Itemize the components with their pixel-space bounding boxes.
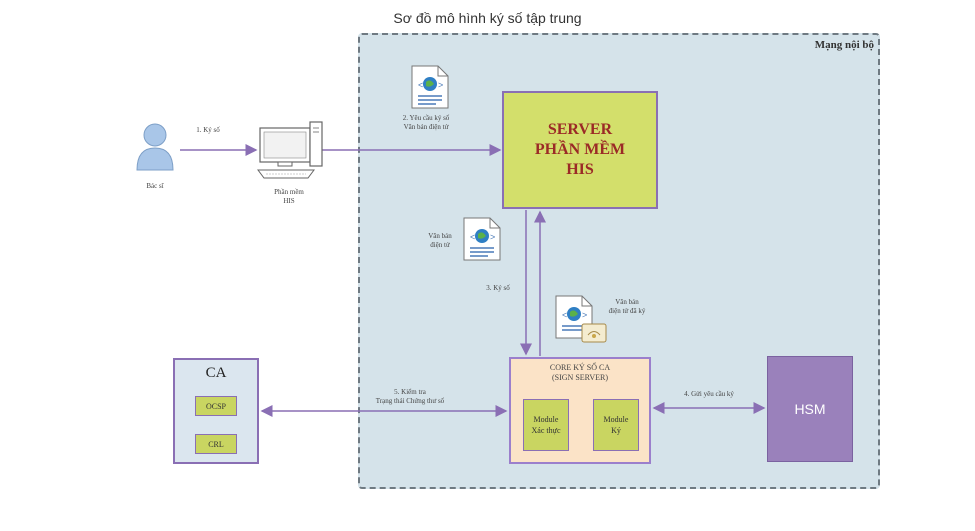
svg-text:>: > bbox=[490, 232, 495, 242]
step3-label: 3. Ký số bbox=[486, 284, 510, 292]
document-web-icon: < > bbox=[410, 64, 450, 110]
svg-text:<: < bbox=[418, 80, 423, 90]
core-title: CORE KÝ SỐ CA (SIGN SERVER) bbox=[549, 363, 611, 382]
ocsp-box: OCSP bbox=[195, 396, 237, 416]
step5-label: 5. Kiểm tra Trạng thái Chứng thư số bbox=[375, 388, 445, 405]
doctor-label: Bác sĩ bbox=[146, 182, 164, 190]
svg-text:<: < bbox=[562, 310, 567, 320]
svg-text:>: > bbox=[438, 80, 443, 90]
module-auth: Module Xác thực bbox=[523, 399, 569, 451]
computer-icon bbox=[256, 120, 324, 182]
his-software-label: Phần mềm HIS bbox=[274, 188, 304, 205]
document-web-icon: < > bbox=[462, 216, 502, 262]
step2-label: 2. Yêu cầu ký số Văn bản điện tử bbox=[402, 114, 450, 131]
hsm-box: HSM bbox=[767, 356, 853, 462]
his-server-box: SERVER PHẦN MỀM HIS bbox=[502, 91, 658, 209]
doctor-icon bbox=[132, 120, 182, 172]
core-sign-server-box: CORE KÝ SỐ CA (SIGN SERVER) Module Xác t… bbox=[509, 357, 651, 464]
svg-text:<: < bbox=[470, 232, 475, 242]
svg-text:>: > bbox=[582, 310, 587, 320]
ca-title: CA bbox=[205, 365, 227, 381]
module-sign: Module Ký bbox=[593, 399, 639, 451]
diagram-title: Sơ đồ mô hình ký số tập trung bbox=[393, 10, 582, 26]
signed-document-label: Văn bản điện tử đã ký bbox=[608, 298, 646, 315]
network-label: Mạng nội bộ bbox=[814, 39, 874, 51]
crl-box: CRL bbox=[195, 434, 237, 454]
signed-document-icon: < > bbox=[554, 294, 608, 344]
ca-box: CA OCSP CRL bbox=[173, 358, 259, 464]
step1-label: 1. Ký số bbox=[196, 126, 220, 134]
document-label: Văn bản điện tử bbox=[428, 232, 452, 249]
step4-label: 4. Gửi yêu cầu ký bbox=[684, 390, 734, 398]
